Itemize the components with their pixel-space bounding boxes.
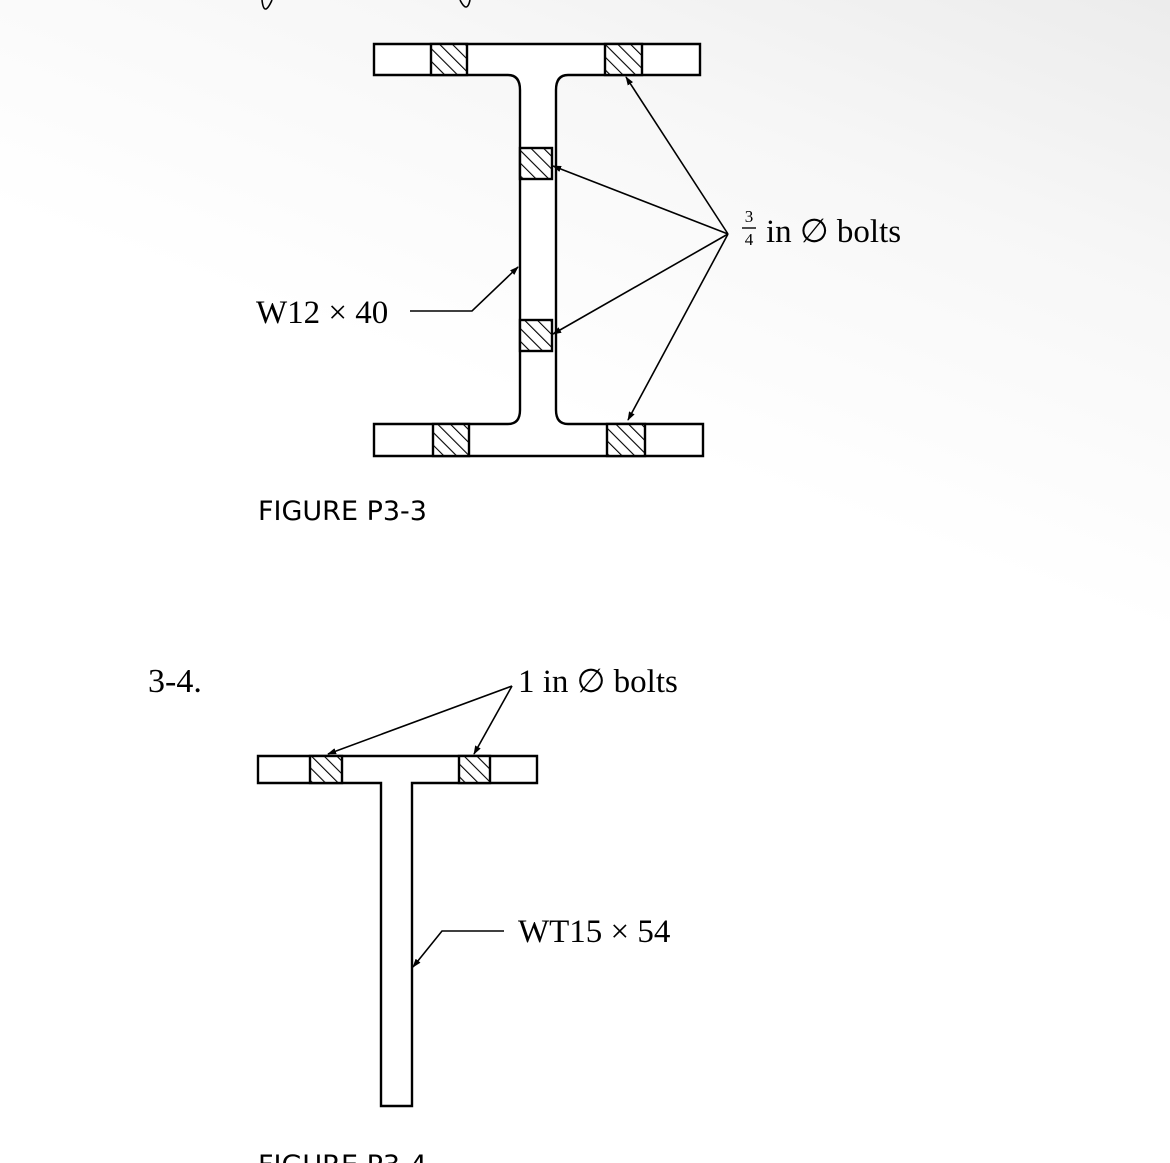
bolt-label-p3-3: in ∅ bolts [766,214,901,250]
figure-caption-p3-4: FIGURE P3-4 [258,1150,427,1163]
bolt-hole-top-left [429,42,469,77]
leader-arrow-icon [625,76,729,235]
leader-arrow-icon [552,233,729,335]
leader-arrow-icon [473,685,513,755]
section-label-wt15x54: WT15 × 54 [518,914,670,950]
cut-off-text-fragment [459,0,471,8]
bolt-hole-top-right [603,42,644,77]
bolt-hole-bottom-right [605,422,647,458]
bolt-fraction-denominator: 4 [745,230,754,249]
section-label-w12x40: W12 × 40 [256,295,388,331]
bolt-hole-web-upper [518,146,554,181]
bolt-leaders-p3-4 [327,685,513,755]
wt-section-drawing [256,754,539,1108]
leader-arrow-icon [627,233,729,421]
bolt-hole-web-lower [518,318,554,353]
leader-arrow-icon [412,930,504,968]
bolt-label-p3-4: 1 in ∅ bolts [518,664,678,700]
leader-arrow-icon [327,685,513,755]
leader-arrow-icon [410,266,519,312]
w-section-drawing [372,42,705,458]
bolt-leaders-p3-3 [552,76,729,421]
figure-caption-p3-3: FIGURE P3-3 [258,496,427,527]
problem-number: 3-4. [148,663,202,700]
cut-off-text-fragment [261,0,273,10]
bolt-hole-left [308,754,344,785]
bolt-fraction-numerator: 3 [745,207,754,226]
leader-arrow-icon [552,165,729,235]
bolt-hole-right [457,754,492,785]
bolt-hole-bottom-left [431,422,471,458]
